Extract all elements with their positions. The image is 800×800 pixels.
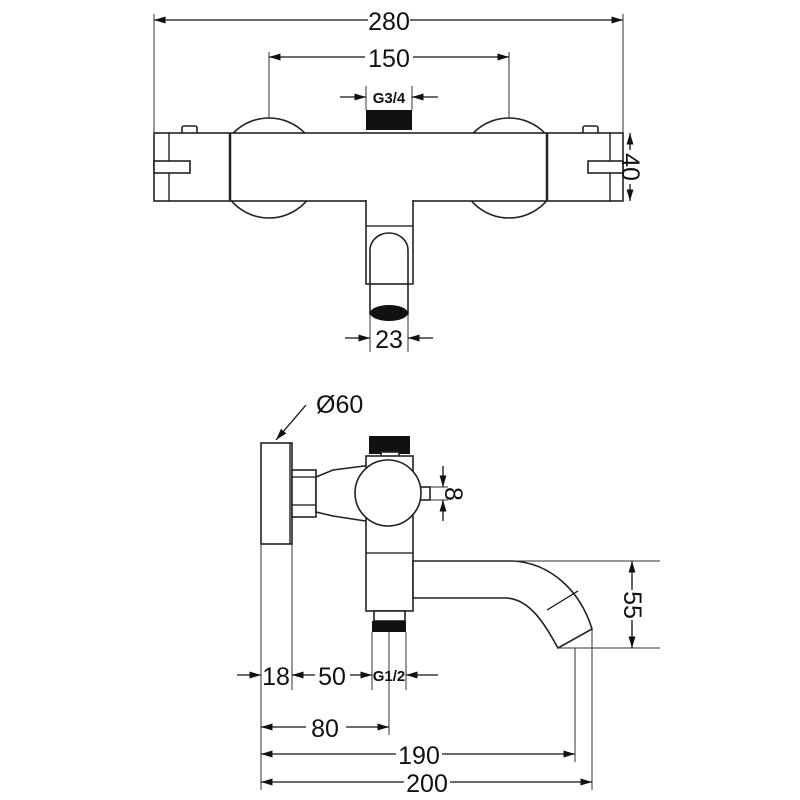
left-knob-tab (153, 160, 191, 174)
outlet-nozzle (370, 305, 408, 321)
bottom-thread (372, 621, 406, 632)
dim-18: 18 (262, 663, 290, 691)
dim-g1-2: G1/2 (373, 668, 406, 685)
dim-40: 40 (616, 153, 644, 181)
hex-connector (291, 469, 317, 518)
dim-280: 280 (368, 8, 410, 36)
top-view: 280 150 G3/4 40 23 (153, 8, 644, 354)
dim-50: 50 (318, 663, 346, 691)
diverter-knob (354, 459, 422, 527)
dim-80: 80 (311, 715, 339, 743)
dim-23: 23 (375, 326, 403, 354)
dim-150: 150 (368, 45, 410, 73)
right-knob-tab (587, 160, 624, 174)
dim-o60: Ø60 (316, 391, 363, 419)
thermostat-body (153, 132, 624, 202)
holder-bracket (369, 232, 409, 284)
dim-8: 8 (439, 487, 467, 501)
dim-200: 200 (406, 770, 448, 798)
top-thread (369, 436, 410, 454)
spout (412, 560, 593, 650)
dim-190: 190 (398, 742, 440, 770)
dim-55: 55 (618, 591, 646, 619)
wall-rosette (260, 442, 293, 545)
inlet-thread (366, 110, 412, 130)
side-view: Ø60 8 55 18 50 G1/2 80 190 200 (237, 391, 660, 798)
dim-g3-4: G3/4 (373, 90, 406, 107)
